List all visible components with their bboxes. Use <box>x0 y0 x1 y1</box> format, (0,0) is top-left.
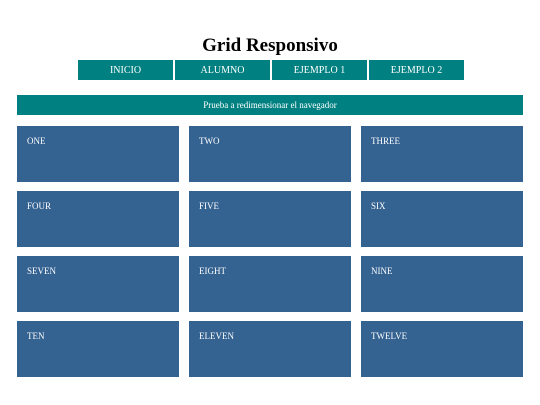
page-title: Grid Responsivo <box>202 34 338 56</box>
grid-card-seven: SEVEN <box>17 256 179 312</box>
grid-card-two: TWO <box>189 126 351 182</box>
grid-card-eight: EIGHT <box>189 256 351 312</box>
resize-banner: Prueba a redimensionar el navegador <box>17 95 523 115</box>
grid-card-ten: TEN <box>17 321 179 377</box>
top-nav: INICIO ALUMNO EJEMPLO 1 EJEMPLO 2 <box>78 60 464 80</box>
nav-item-ejemplo-2[interactable]: EJEMPLO 2 <box>369 60 464 80</box>
grid-card-three: THREE <box>361 126 523 182</box>
grid-card-eleven: ELEVEN <box>189 321 351 377</box>
grid-card-six: SIX <box>361 191 523 247</box>
nav-item-alumno[interactable]: ALUMNO <box>175 60 270 80</box>
grid-card-one: ONE <box>17 126 179 182</box>
card-grid: ONE TWO THREE FOUR FIVE SIX SEVEN EIGHT … <box>17 126 523 377</box>
grid-card-nine: NINE <box>361 256 523 312</box>
nav-item-inicio[interactable]: INICIO <box>78 60 173 80</box>
nav-item-ejemplo-1[interactable]: EJEMPLO 1 <box>272 60 367 80</box>
grid-card-five: FIVE <box>189 191 351 247</box>
grid-card-twelve: TWELVE <box>361 321 523 377</box>
grid-card-four: FOUR <box>17 191 179 247</box>
